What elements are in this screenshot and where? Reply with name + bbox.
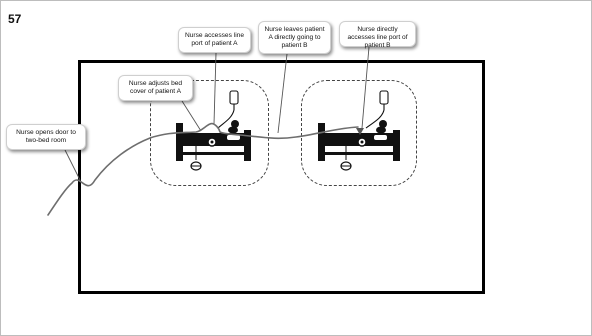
callout-leaves-patient-a: Nurse leaves patient A directly going to… (258, 21, 331, 54)
callout-adjusts-bed-cover: Nurse adjusts bed cover of patient A (118, 75, 193, 101)
callout-accesses-line-port-a: Nurse accesses line port of patient A (178, 27, 251, 53)
drainage-bag-b-icon (341, 146, 351, 170)
callout-nurse-opens-door: Nurse opens door to two-bed room (6, 124, 86, 150)
line-port-a-icon (208, 138, 216, 146)
callout-accesses-line-port-b: Nurse directly accesses line port of pat… (339, 21, 416, 47)
drainage-bag-a-icon (191, 146, 201, 170)
